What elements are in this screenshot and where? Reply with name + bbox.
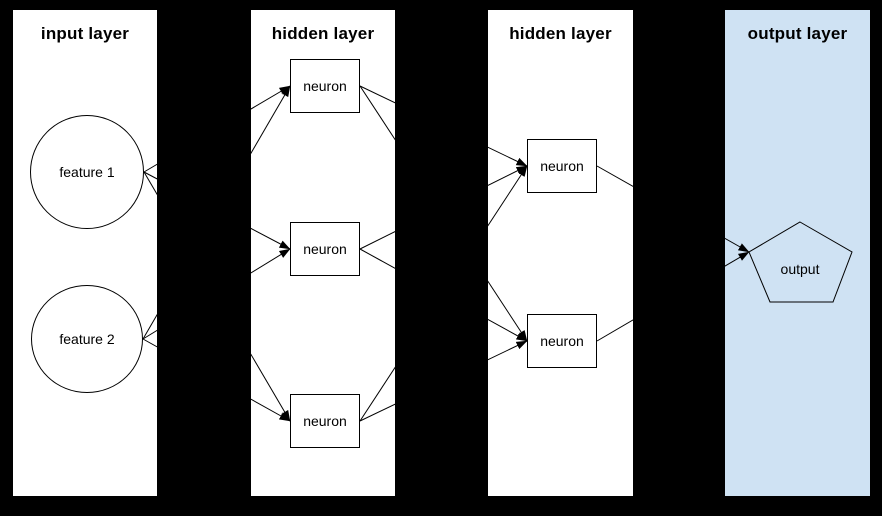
node-hidden1-neuron-2: neuron xyxy=(290,222,360,276)
panel-input-layer: input layer xyxy=(13,10,157,496)
panel-hidden-layer-2: hidden layer xyxy=(488,10,633,496)
panel-output-layer: output layer xyxy=(725,10,870,496)
node-label-h1-3: neuron xyxy=(303,413,347,429)
node-label-h1-1: neuron xyxy=(303,78,347,94)
node-label-h1-2: neuron xyxy=(303,241,347,257)
node-label-feature-2: feature 2 xyxy=(59,331,115,347)
node-feature-2: feature 2 xyxy=(31,285,143,393)
node-hidden2-neuron-1: neuron xyxy=(527,139,597,193)
node-hidden2-neuron-2: neuron xyxy=(527,314,597,368)
node-label-h2-1: neuron xyxy=(540,158,584,174)
node-label-feature-1: feature 1 xyxy=(59,164,115,180)
node-label-output: output xyxy=(780,261,820,277)
layer-title-hidden-2: hidden layer xyxy=(509,24,612,43)
node-hidden1-neuron-1: neuron xyxy=(290,59,360,113)
node-label-h2-2: neuron xyxy=(540,333,584,349)
node-feature-1: feature 1 xyxy=(30,115,144,229)
layer-title-input: input layer xyxy=(40,24,130,43)
layer-title-output: output layer xyxy=(747,24,848,43)
node-hidden1-neuron-3: neuron xyxy=(290,394,360,448)
layer-title-hidden-1: hidden layer xyxy=(271,24,375,43)
